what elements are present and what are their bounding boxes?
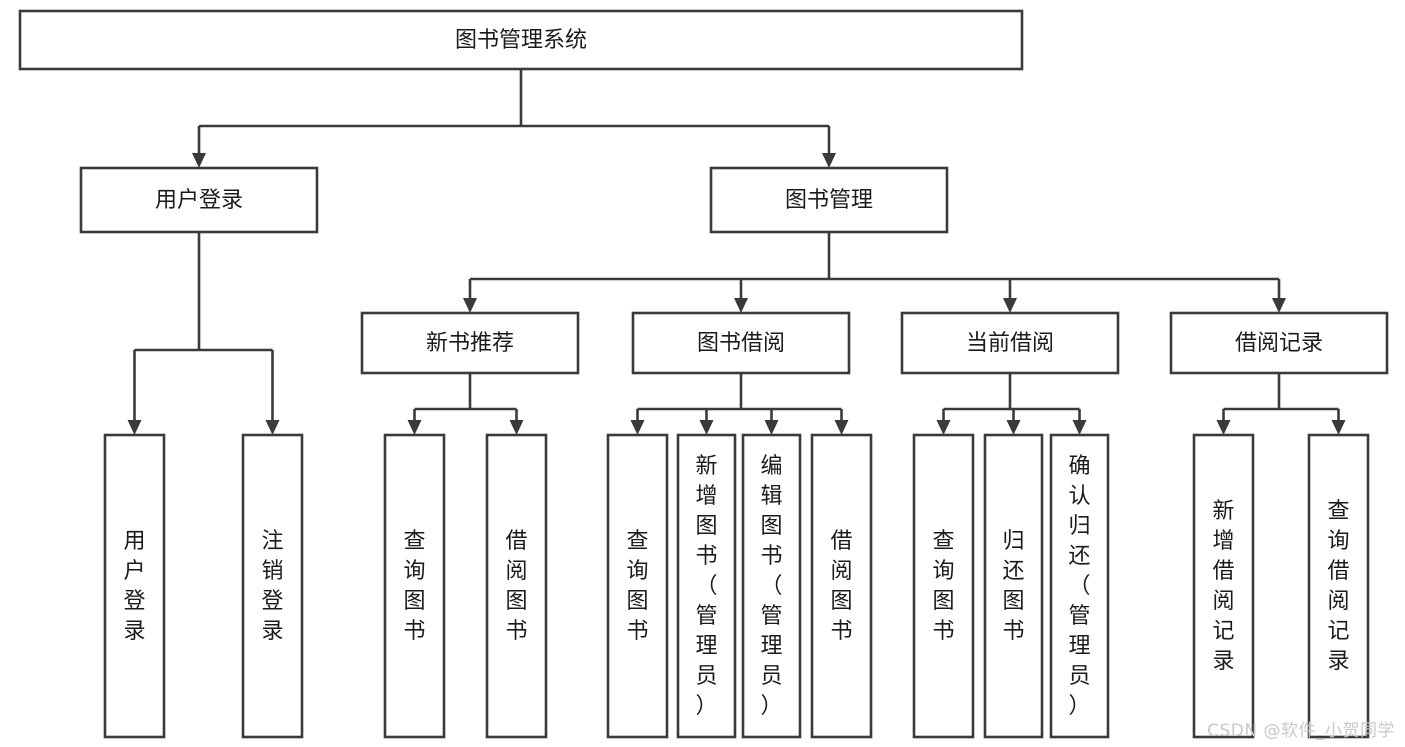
leaf-leaf-add-book-admin-label: 新增图书（管理员） <box>695 454 717 719</box>
leaf-leaf-query-borrow-record[interactable]: 查询借阅记录 <box>1307 433 1370 739</box>
leaf-leaf-logout-label: 注销登录 <box>261 529 283 644</box>
node-book-management[interactable]: 图书管理 <box>709 166 949 234</box>
leaf-leaf-return-book-label: 归还图书 <box>1002 529 1024 644</box>
node-borrow-record-box <box>1169 311 1389 375</box>
node-borrow-record-label: 借阅记录 <box>1235 331 1323 356</box>
leaf-leaf-user-login[interactable]: 用户登录 <box>103 433 166 739</box>
leaf-leaf-add-borrow-record-box <box>1192 433 1255 739</box>
node-user-login-label: 用户登录 <box>155 188 243 213</box>
node-root-label: 图书管理系统 <box>455 28 587 53</box>
leaf-leaf-add-book-admin[interactable]: 新增图书（管理员） <box>676 433 737 739</box>
leaf-leaf-query-book-1-label: 查询图书 <box>403 529 425 644</box>
connector-layer <box>127 69 1346 435</box>
node-new-book-recommend[interactable]: 新书推荐 <box>360 311 580 375</box>
watermark-label: CSDN @软件_小贺同学 <box>1207 721 1395 741</box>
leaf-leaf-query-book-1-box <box>383 433 446 739</box>
node-book-management-box <box>709 166 949 234</box>
leaf-leaf-edit-book-admin[interactable]: 编辑图书（管理员） <box>741 433 802 739</box>
leaf-leaf-add-book-admin-box <box>676 433 737 739</box>
node-book-borrow-label: 图书借阅 <box>697 331 785 356</box>
node-current-borrow[interactable]: 当前借阅 <box>900 311 1120 375</box>
leaf-leaf-logout-box <box>241 433 304 739</box>
leaf-leaf-borrow-book-2-box <box>810 433 873 739</box>
leaf-leaf-query-book-2[interactable]: 查询图书 <box>606 433 669 739</box>
leaf-leaf-add-borrow-record[interactable]: 新增借阅记录 <box>1192 433 1255 739</box>
leaf-leaf-query-book-3[interactable]: 查询图书 <box>912 433 975 739</box>
leaf-leaf-borrow-book-1-label: 借阅图书 <box>505 529 527 644</box>
leaf-leaf-return-book-box <box>983 433 1044 739</box>
node-current-borrow-box <box>900 311 1120 375</box>
node-borrow-record[interactable]: 借阅记录 <box>1169 311 1389 375</box>
leaf-leaf-add-borrow-record-label: 新增借阅记录 <box>1212 499 1234 674</box>
leaf-leaf-query-borrow-record-label: 查询借阅记录 <box>1327 499 1349 674</box>
leaf-leaf-borrow-book-1-box <box>485 433 548 739</box>
leaf-leaf-edit-book-admin-label: 编辑图书（管理员） <box>760 454 782 719</box>
leaf-leaf-query-book-1[interactable]: 查询图书 <box>383 433 446 739</box>
node-new-book-recommend-box <box>360 311 580 375</box>
leaf-leaf-confirm-return-admin[interactable]: 确认归还（管理员） <box>1049 433 1110 739</box>
node-user-login-box <box>79 166 319 234</box>
leaf-leaf-confirm-return-admin-label: 确认归还（管理员） <box>1068 454 1090 719</box>
leaf-leaf-query-book-3-box <box>912 433 975 739</box>
node-user-login[interactable]: 用户登录 <box>79 166 319 234</box>
node-book-borrow[interactable]: 图书借阅 <box>631 311 851 375</box>
leaf-leaf-return-book[interactable]: 归还图书 <box>983 433 1044 739</box>
leaf-leaf-query-book-2-label: 查询图书 <box>626 529 648 644</box>
leaf-leaf-query-book-2-box <box>606 433 669 739</box>
node-current-borrow-label: 当前借阅 <box>966 331 1054 356</box>
node-book-borrow-box <box>631 311 851 375</box>
leaf-leaf-query-borrow-record-box <box>1307 433 1370 739</box>
node-book-management-label: 图书管理 <box>785 188 873 213</box>
node-root-box <box>18 9 1024 71</box>
node-root[interactable]: 图书管理系统 <box>18 9 1024 71</box>
leaf-leaf-borrow-book-2-label: 借阅图书 <box>830 529 852 644</box>
node-layer: 图书管理系统用户登录图书管理新书推荐图书借阅当前借阅借阅记录用户登录注销登录查询… <box>18 9 1389 739</box>
leaf-leaf-confirm-return-admin-box <box>1049 433 1110 739</box>
leaf-leaf-user-login-label: 用户登录 <box>123 529 145 644</box>
leaf-leaf-logout[interactable]: 注销登录 <box>241 433 304 739</box>
leaf-leaf-borrow-book-2[interactable]: 借阅图书 <box>810 433 873 739</box>
leaf-leaf-borrow-book-1[interactable]: 借阅图书 <box>485 433 548 739</box>
leaf-leaf-query-book-3-label: 查询图书 <box>932 529 954 644</box>
node-new-book-recommend-label: 新书推荐 <box>426 331 514 356</box>
leaf-leaf-edit-book-admin-box <box>741 433 802 739</box>
leaf-leaf-user-login-box <box>103 433 166 739</box>
